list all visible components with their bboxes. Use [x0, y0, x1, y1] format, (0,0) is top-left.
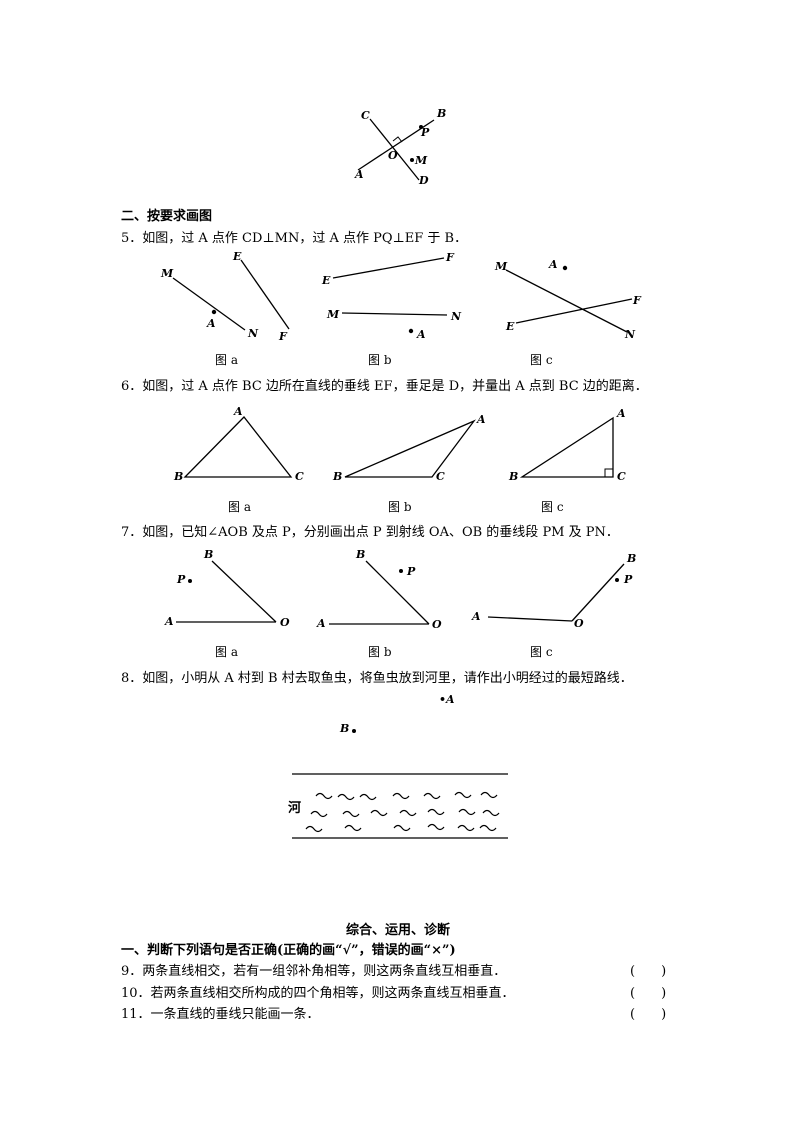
label-c: C — [617, 470, 626, 483]
q5-caption-a: 图 a — [215, 353, 238, 367]
label-a: A — [207, 317, 216, 330]
q7-caption-b: 图 b — [368, 645, 392, 659]
label-o: O — [280, 616, 290, 629]
label-o: O — [432, 618, 442, 631]
section-heading-draw: 二、按要求画图 — [121, 209, 213, 224]
label-a: A — [417, 328, 426, 341]
label-o: O — [388, 149, 398, 162]
label-a: A — [549, 258, 558, 271]
question-6: 6．如图，过 A 点作 BC 边所在直线的垂线 EF，垂足是 D，并量出 A 点… — [121, 379, 648, 394]
label-f: F — [279, 330, 287, 343]
line-cd — [369, 118, 420, 181]
q7-caption-a: 图 a — [215, 645, 238, 659]
q6-caption-b: 图 b — [388, 500, 412, 514]
label-b: B — [204, 548, 214, 561]
label-p: P — [624, 573, 633, 586]
q5-caption-c: 图 c — [530, 353, 553, 367]
label-a: A — [317, 617, 326, 630]
label-b: B — [333, 470, 343, 483]
label-f: F — [633, 294, 641, 307]
label-c: C — [361, 109, 370, 122]
label-n: N — [248, 327, 259, 340]
q6b-triangle — [344, 419, 476, 478]
label-c: C — [436, 470, 445, 483]
label-b: B — [437, 107, 447, 120]
question-11: 11．一条直线的垂线只能画一条． — [121, 1007, 320, 1022]
q5b-lines — [332, 257, 448, 334]
point-b-label: B — [340, 722, 350, 735]
point-a-label: •A — [439, 693, 455, 706]
answer-blank-11[interactable]: ( ) — [630, 1007, 667, 1022]
label-e: E — [506, 320, 515, 333]
q6-caption-a: 图 a — [228, 500, 251, 514]
label-p: P — [177, 573, 186, 586]
label-a: A — [477, 413, 486, 426]
label-b: B — [356, 548, 366, 561]
label-e: E — [233, 250, 242, 263]
label-m: M — [495, 260, 508, 273]
q7-caption-c: 图 c — [530, 645, 553, 659]
q5c-lines — [505, 265, 633, 333]
label-a: A — [617, 407, 626, 420]
question-5: 5．如图，过 A 点作 CD⊥MN，过 A 点作 PQ⊥EF 于 B． — [121, 231, 468, 246]
wave-marks — [305, 791, 500, 833]
q7b-angle — [329, 560, 430, 625]
label-b: B — [509, 470, 519, 483]
question-9: 9．两条直线相交，若有一组邻补角相等，则这两条直线互相垂直． — [121, 964, 507, 979]
q7c-angle — [487, 563, 625, 622]
right-angle-mark — [392, 136, 403, 143]
q6-caption-c: 图 c — [541, 500, 564, 514]
label-m: M — [415, 154, 428, 167]
answer-blank-9[interactable]: ( ) — [630, 964, 667, 979]
answer-blank-10[interactable]: ( ) — [630, 986, 667, 1001]
point-p — [419, 125, 423, 129]
section-heading-judge: 一、判断下列语句是否正确(正确的画“√”，错误的画“×”) — [121, 943, 456, 958]
label-b: B — [627, 552, 637, 565]
label-a: A — [355, 168, 364, 181]
label-p: P — [407, 565, 416, 578]
q6a-triangle — [183, 416, 293, 478]
label-c: C — [295, 470, 304, 483]
river-label: 河 — [288, 801, 302, 816]
q7a-angle — [176, 560, 277, 623]
question-8: 8．如图，小明从 A 村到 B 村去取鱼虫，将鱼虫放到河里，请作出小明经过的最短… — [121, 671, 633, 686]
label-b: B — [174, 470, 184, 483]
label-a: A — [234, 405, 243, 418]
question-10: 10．若两条直线相交所构成的四个角相等，则这两条直线互相垂直． — [121, 986, 515, 1001]
label-p: P — [421, 126, 430, 139]
top-figure-lines — [357, 118, 435, 181]
label-a: A — [472, 610, 481, 623]
section-title: 综合、运用、诊断 — [346, 923, 451, 938]
label-n: N — [451, 310, 462, 323]
point-b-dot — [352, 729, 356, 733]
label-e: E — [322, 274, 331, 287]
label-n: N — [625, 328, 636, 341]
q6c-triangle — [519, 416, 614, 478]
label-m: M — [327, 308, 340, 321]
point-m — [410, 158, 414, 162]
q5-caption-b: 图 b — [368, 353, 392, 367]
q5a-lines — [172, 259, 290, 331]
river-banks-and-waves — [292, 773, 508, 839]
question-7: 7．如图，已知∠AOB 及点 P，分别画出点 P 到射线 OA、OB 的垂线段 … — [121, 525, 619, 540]
label-m: M — [161, 267, 174, 280]
label-d: D — [419, 174, 429, 187]
label-f: F — [446, 251, 454, 264]
label-a: A — [165, 615, 174, 628]
label-o: O — [574, 617, 584, 630]
